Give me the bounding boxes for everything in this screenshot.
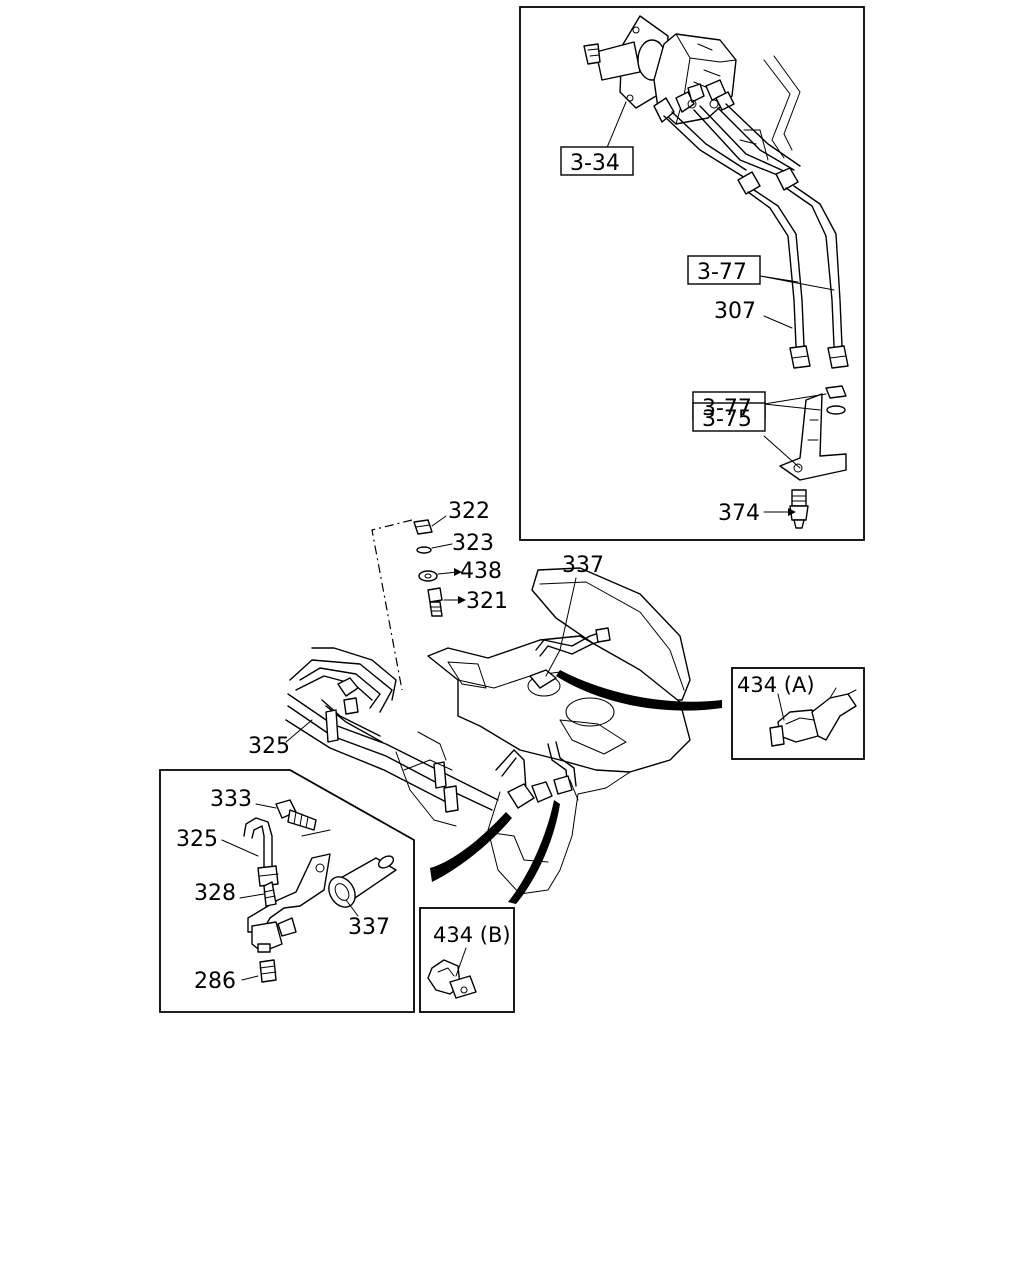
leader-434b: [455, 947, 467, 977]
callout-box-3-75-main: [692, 402, 766, 432]
callout-box-3-34: [560, 146, 634, 176]
inset-frame-fitting: [159, 769, 415, 1013]
label-337a: 337: [562, 553, 604, 578]
injection-pump-illustration: [583, 15, 849, 529]
inset-frame-434b: [419, 907, 515, 1013]
leader-3-77b: [763, 393, 827, 411]
label-307: 307: [714, 299, 756, 324]
leader-307: [763, 315, 793, 329]
leader-3-34: [605, 101, 627, 151]
label-325b: 325: [176, 827, 218, 852]
label-323: 323: [452, 531, 494, 556]
pointer-wedge-434b: [508, 800, 560, 904]
leader-328: [239, 893, 265, 899]
label-325a: 325: [248, 734, 290, 759]
pointer-wedge-434a: [556, 670, 722, 711]
reference-line: [371, 519, 413, 691]
label-333: 333: [210, 787, 252, 812]
label-337b: 337: [348, 915, 390, 940]
leader-322: [431, 515, 447, 527]
clamp-434a-illustration: [769, 687, 857, 747]
fuel-line-assembly: [285, 567, 691, 895]
clamp-434b-illustration: [427, 959, 477, 999]
label-322: 322: [448, 499, 490, 524]
leader-325a: [285, 719, 313, 743]
label-374: 374: [718, 501, 760, 526]
leader-325b: [221, 839, 259, 857]
inset-frame-434a: [731, 667, 865, 760]
callout-box-3-77a: [687, 255, 761, 285]
label-3-77a: 3-77: [697, 260, 747, 285]
hardware-stack: [413, 519, 443, 617]
leader-3-77a: [759, 275, 835, 291]
inset-frame-pump: [519, 6, 865, 541]
label-3-34: 3-34: [570, 151, 620, 176]
label-286: 286: [194, 969, 236, 994]
leader-3-75: [763, 435, 801, 469]
leader-333: [255, 803, 277, 809]
leader-286: [241, 975, 259, 981]
label-438: 438: [460, 559, 502, 584]
fitting-assembly-illustration: [243, 799, 397, 983]
leader-337b: [345, 899, 359, 917]
pointer-wedge-inset-left: [430, 812, 512, 882]
leader-434a: [777, 693, 785, 721]
label-3-75: 3-75: [702, 407, 752, 432]
label-3-77b: 3-77: [702, 396, 752, 421]
leader-323: [431, 543, 453, 549]
label-321: 321: [466, 589, 508, 614]
leader-337a: [545, 577, 577, 677]
label-434b: 434 (B): [433, 923, 511, 947]
label-328: 328: [194, 881, 236, 906]
label-434a: 434 (A): [737, 673, 815, 697]
